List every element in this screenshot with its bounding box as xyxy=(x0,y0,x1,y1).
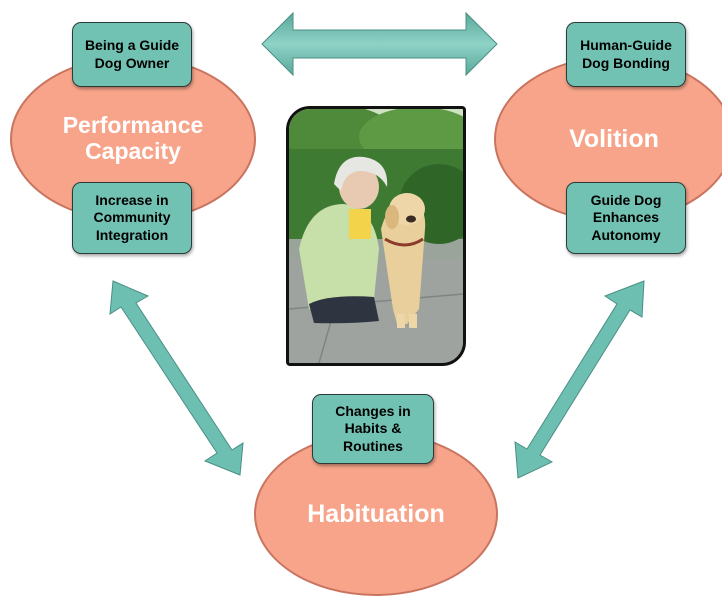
tag-community-line2: Community xyxy=(93,209,171,226)
tag-bonding-line2: Dog Bonding xyxy=(582,54,670,71)
photo-illustration xyxy=(289,109,463,363)
tag-being-guide-dog-owner: Being a Guide Dog Owner xyxy=(72,22,192,87)
tag-human-guide-dog-bonding: Human-Guide Dog Bonding xyxy=(566,22,686,87)
tag-habits-line3: Routines xyxy=(343,437,403,454)
left-double-arrow xyxy=(109,280,244,476)
habituation-ellipse: Habituation xyxy=(254,432,498,596)
tag-changes-habits-routines: Changes in Habits & Routines xyxy=(312,394,434,464)
right-double-arrow xyxy=(514,280,645,479)
performance-capacity-line1: Performance xyxy=(62,112,204,139)
tag-community-line1: Increase in xyxy=(95,192,169,209)
tag-habits-line1: Changes in xyxy=(335,403,411,420)
tag-community-line3: Integration xyxy=(95,226,169,243)
habituation-label: Habituation xyxy=(307,500,445,528)
tag-autonomy-line2: Enhances xyxy=(592,209,660,226)
tag-autonomy-line3: Autonomy xyxy=(591,226,661,243)
tag-owner-line2: Dog Owner xyxy=(94,54,170,71)
performance-capacity-line2: Capacity xyxy=(85,138,181,164)
tag-bonding-line1: Human-Guide xyxy=(580,37,672,54)
tag-owner-line1: Being a Guide xyxy=(84,37,180,54)
tag-autonomy-line1: Guide Dog xyxy=(590,192,662,209)
tag-community-integration: Increase in Community Integration xyxy=(72,182,192,254)
top-double-arrow xyxy=(261,11,498,77)
owner-and-guide-dog-photo xyxy=(286,106,466,366)
volition-label: Volition xyxy=(569,125,659,153)
tag-habits-line2: Habits & xyxy=(344,420,402,437)
tag-guide-dog-enhances-autonomy: Guide Dog Enhances Autonomy xyxy=(566,182,686,254)
